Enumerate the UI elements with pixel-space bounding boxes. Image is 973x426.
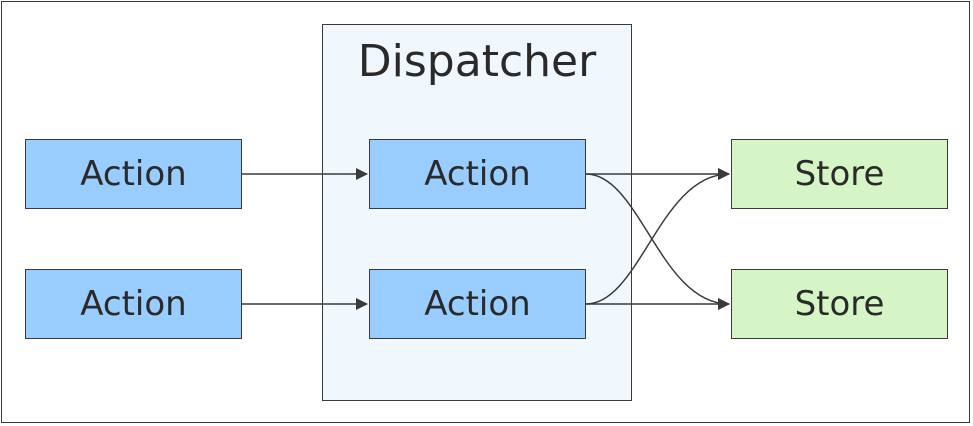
- edge-dispatch-bottom-to-store-top: [585, 168, 730, 305]
- edge-dispatch-top-to-store-bottom: [585, 173, 730, 310]
- action-node-left-top: Action: [25, 139, 242, 209]
- dispatcher-title: Dispatcher: [357, 36, 597, 87]
- store-node-bottom: Store: [731, 269, 948, 339]
- action-node-dispatch-bottom: Action: [369, 269, 586, 339]
- store-node-top: Store: [731, 139, 948, 209]
- action-node-left-bottom: Action: [25, 269, 242, 339]
- action-node-dispatch-top: Action: [369, 139, 586, 209]
